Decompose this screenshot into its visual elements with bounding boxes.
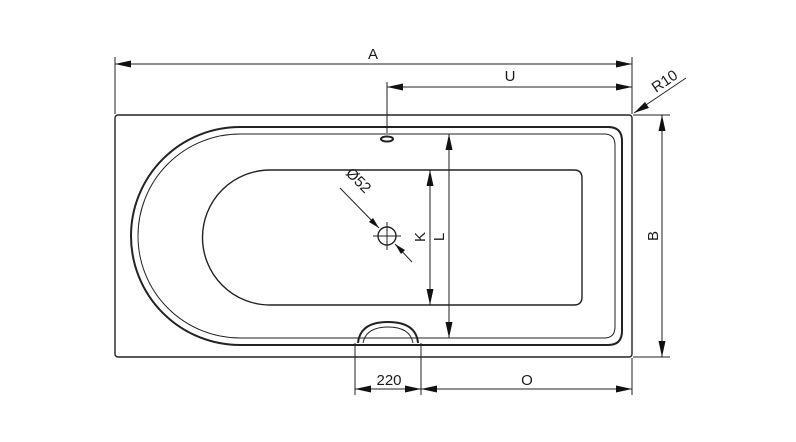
- tub-basin-inner: [137, 133, 616, 339]
- tub-outer-rim: [114, 114, 633, 358]
- dim-b-arrow-bottom: [658, 341, 666, 357]
- dim-o-arrow-right: [616, 385, 632, 393]
- diameter-arrow-bottom: [395, 244, 405, 254]
- overflow-slot: [380, 135, 394, 143]
- r10-arrow: [634, 102, 649, 113]
- dim-l-label: L: [431, 233, 448, 241]
- dim-b-label: B: [645, 231, 662, 241]
- dim-u-label: U: [505, 68, 516, 85]
- handle-recess-inner: [362, 326, 414, 344]
- dim-a-arrow-left: [115, 60, 131, 68]
- diameter-arrow-top: [369, 218, 379, 228]
- dim-l-arrow-top: [445, 134, 453, 150]
- dim-u-arrow-left: [387, 83, 403, 91]
- dim-u-arrow-right: [616, 83, 632, 91]
- dim-k-label: K: [412, 232, 429, 242]
- dim-o-label: O: [521, 372, 533, 389]
- dim-l-arrow-bottom: [445, 322, 453, 338]
- dim-220-label: 220: [376, 372, 401, 389]
- dim-b-arrow-top: [658, 115, 666, 131]
- dim-220-arrow-right: [405, 385, 421, 393]
- dim-a-arrow-right: [616, 60, 632, 68]
- dim-k-arrow-top: [426, 170, 434, 186]
- dim-a-label: A: [368, 46, 378, 63]
- dim-k-arrow-bottom: [426, 289, 434, 305]
- handle-recess: [357, 320, 419, 344]
- dim-220-arrow-left: [355, 385, 371, 393]
- tub-basin-outer: [130, 126, 623, 346]
- dim-o-arrow-left: [421, 385, 437, 393]
- tub-floor: [201, 169, 583, 306]
